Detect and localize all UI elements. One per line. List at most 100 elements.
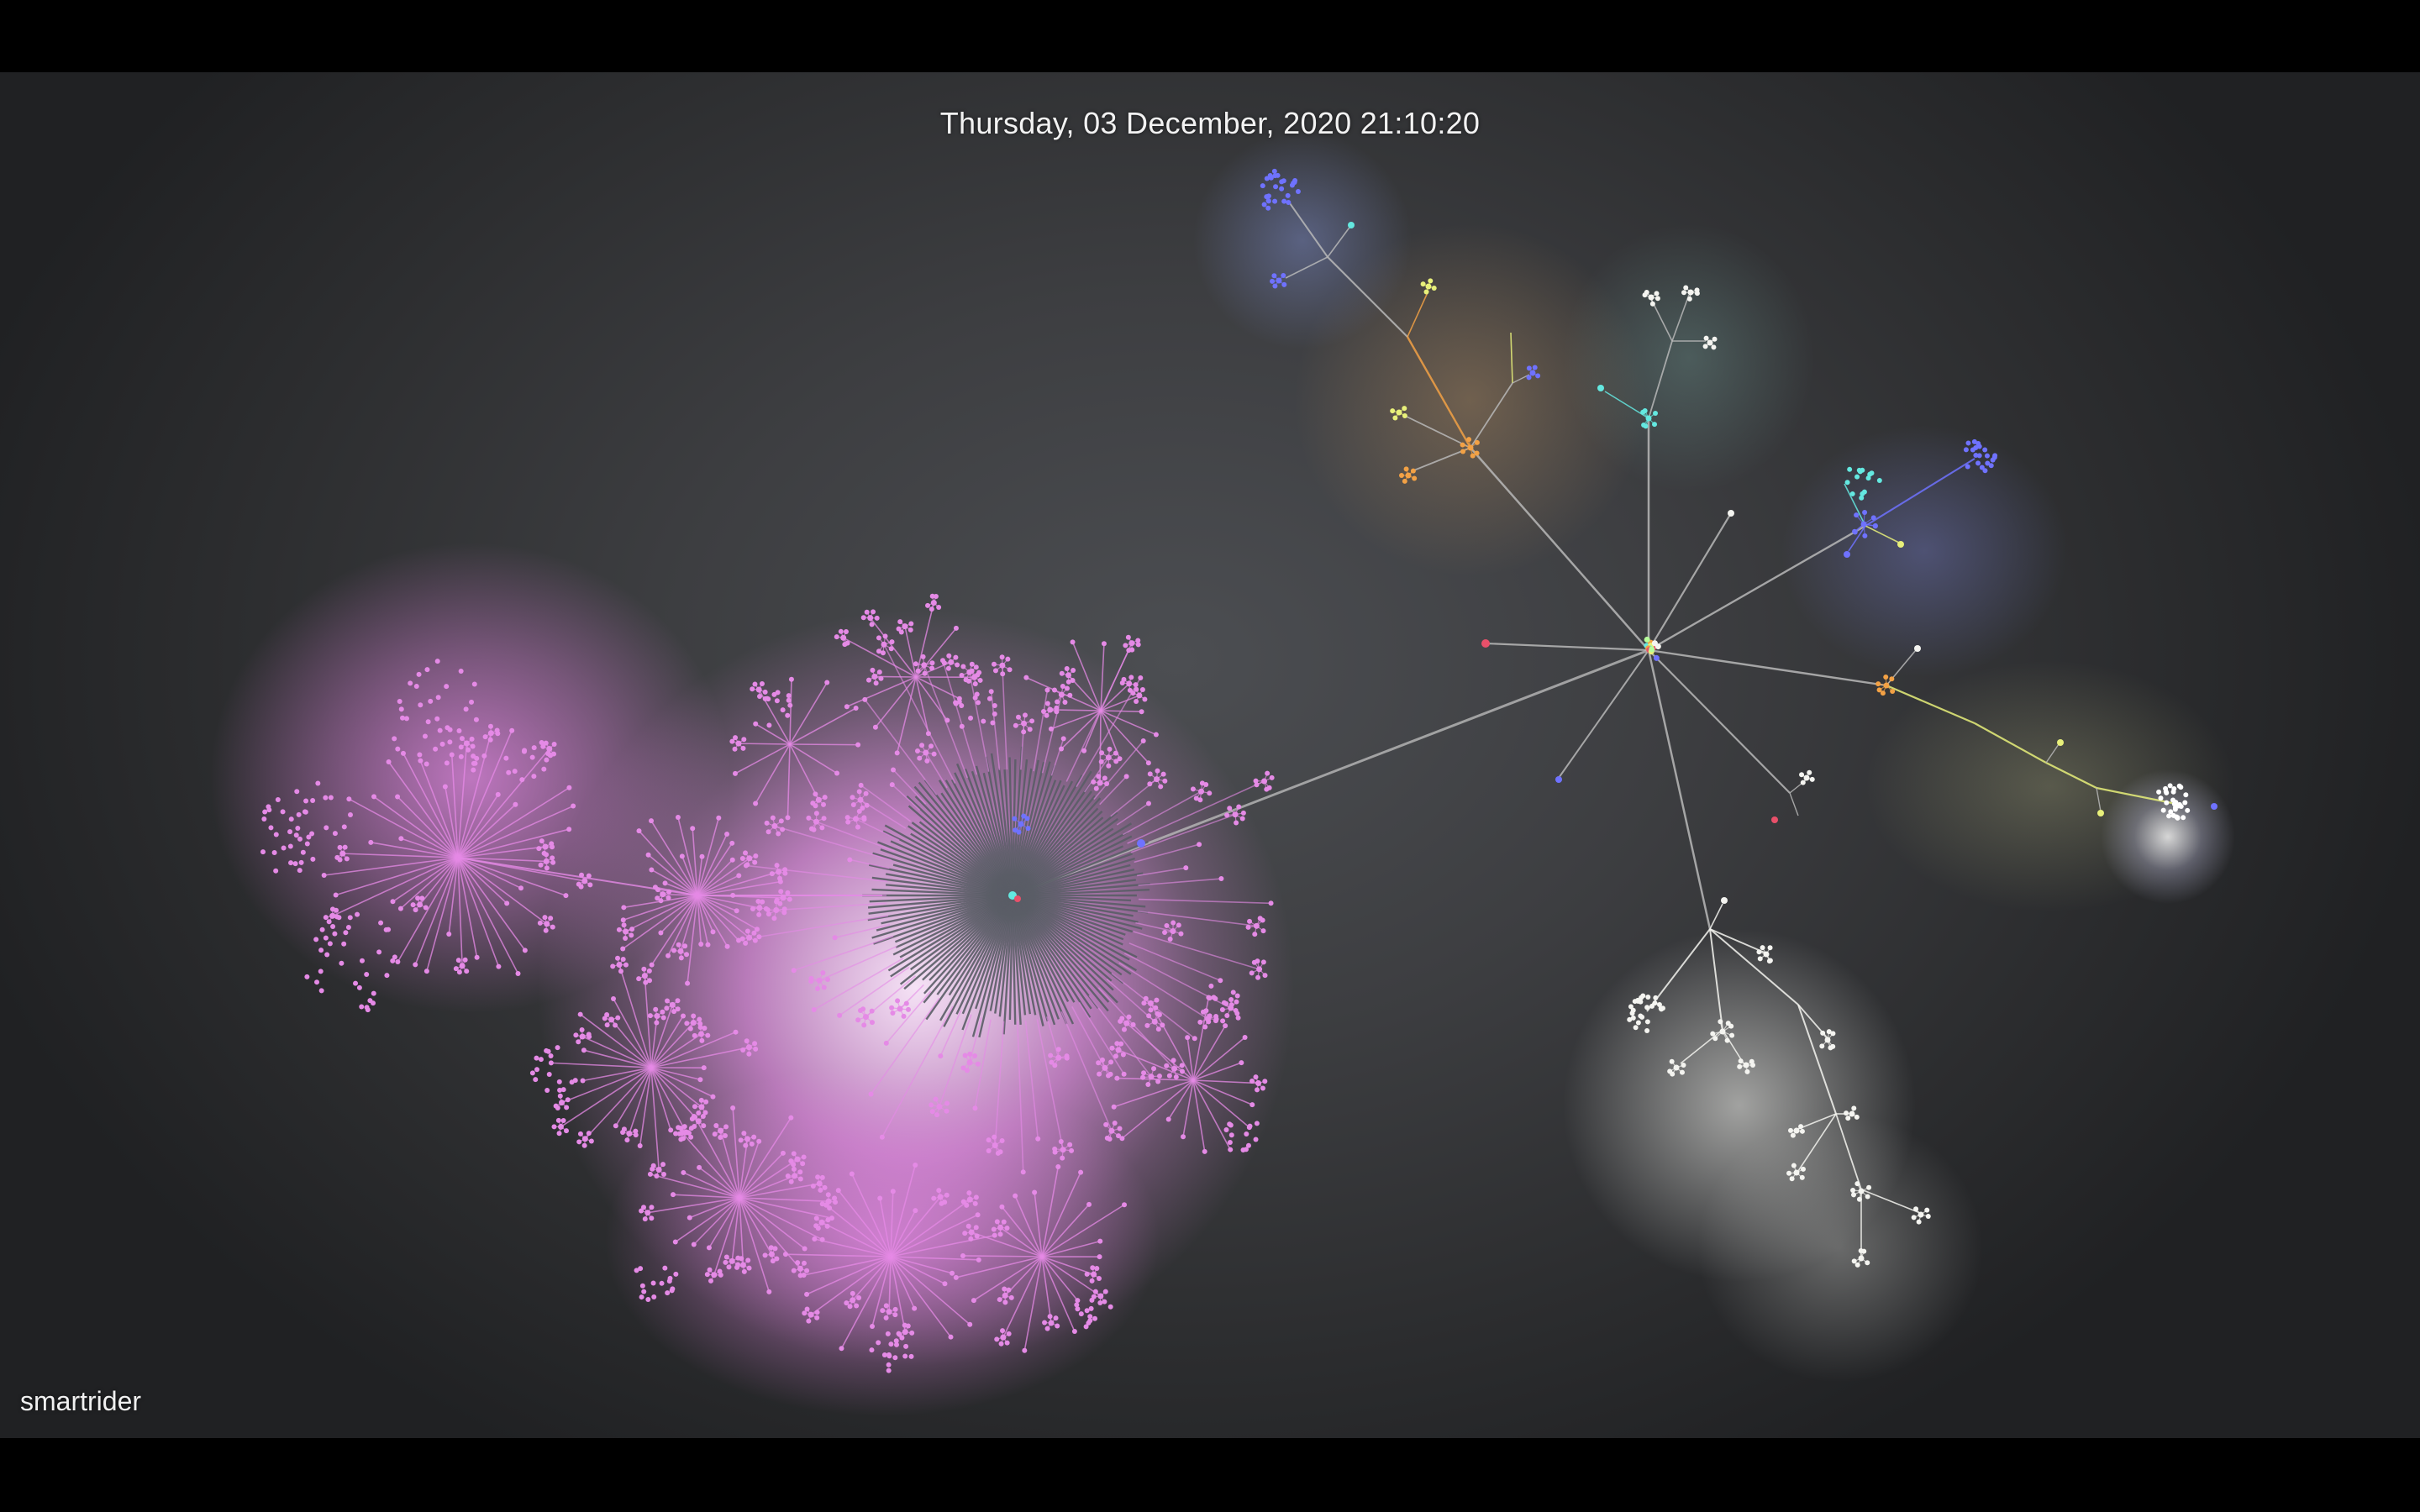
graph-node (986, 1137, 992, 1143)
graph-node (2164, 790, 2170, 795)
graph-node (753, 1046, 759, 1052)
graph-node (736, 937, 742, 943)
graph-node (464, 969, 470, 974)
graph-node (1198, 788, 1205, 795)
graph-node (1001, 1219, 1007, 1225)
graph-node (960, 1252, 965, 1258)
graph-edge (697, 895, 737, 911)
graph-edge (677, 816, 698, 896)
graph-node (1121, 676, 1127, 682)
graph-node (712, 1131, 718, 1137)
graph-node (662, 1265, 668, 1271)
graph-node (1202, 1148, 1207, 1154)
graph-node (1240, 810, 1246, 816)
graph-node (300, 849, 306, 855)
graph-node (921, 662, 928, 669)
graph-node (1851, 1105, 1857, 1111)
graph-node (321, 872, 327, 878)
graph-node (965, 1223, 971, 1229)
graph-node (810, 1183, 816, 1189)
graph-node (550, 924, 555, 930)
graph-edge (739, 1175, 796, 1199)
graph-node (934, 1112, 940, 1118)
graph-edge (873, 894, 1013, 945)
graph-node (697, 1164, 702, 1170)
graph-node (550, 855, 555, 861)
graph-node (997, 1231, 1003, 1237)
graph-node (1963, 447, 1969, 453)
graph-edge (1650, 298, 1673, 342)
graph-node (703, 1099, 709, 1105)
graph-node (2057, 739, 2064, 746)
graph-node (1134, 698, 1139, 704)
graph-node (1973, 444, 1979, 450)
graph-node (1126, 680, 1133, 687)
graph-node (1262, 973, 1268, 979)
graph-node (1260, 959, 1266, 965)
graph-edge (342, 853, 459, 858)
graph-node (1649, 646, 1655, 653)
graph-node (666, 895, 671, 900)
graph-node (902, 1329, 908, 1336)
graph-node (713, 1123, 719, 1129)
graph-node (1101, 641, 1107, 647)
graph-node (1850, 1187, 1856, 1193)
graph-node (960, 1065, 966, 1071)
graph-node (829, 1215, 834, 1221)
graph-node (791, 1166, 797, 1172)
graph-node (763, 906, 769, 911)
graph-node (707, 1267, 713, 1273)
timestamp-label: Thursday, 03 December, 2020 21:10:20 (939, 106, 1481, 140)
graph-node (808, 1311, 814, 1318)
graph-node (566, 785, 572, 790)
graph-edge (1797, 1113, 1837, 1172)
graph-node (371, 990, 376, 996)
graph-node (665, 1290, 671, 1296)
graph-node (1218, 876, 1224, 882)
graph-edge (1709, 928, 1799, 1005)
graph-edge (915, 676, 960, 700)
graph-node (1876, 478, 1882, 484)
graph-edge (1024, 1021, 1039, 1139)
graph-node (395, 959, 401, 965)
graph-node (287, 843, 293, 849)
graph-node (1135, 638, 1141, 643)
graph-edge (867, 894, 1013, 921)
graph-canvas[interactable]: Thursday, 03 December, 2020 21:10:20 sma… (0, 72, 2420, 1438)
graph-node (571, 803, 576, 809)
graph-node (877, 1195, 883, 1201)
graph-node (773, 906, 780, 913)
graph-edge (457, 857, 698, 896)
graph-node (1412, 475, 1418, 481)
graph-node (1260, 183, 1265, 189)
graph-node (673, 1271, 679, 1277)
graph-node (333, 892, 339, 898)
graph-node (1295, 189, 1301, 195)
graph-node (288, 816, 294, 822)
graph-edge (971, 1231, 1043, 1257)
graph-node (1044, 701, 1050, 706)
graph-node (576, 1139, 582, 1145)
graph-edge (1137, 910, 1257, 927)
graph-node (1687, 289, 1694, 296)
graph-node (1425, 283, 1432, 290)
graph-node (717, 1268, 723, 1274)
network-graph[interactable] (0, 72, 2420, 1438)
graph-node (845, 819, 851, 825)
graph-node (458, 668, 464, 674)
graph-node (901, 1013, 907, 1019)
graph-node (819, 1174, 825, 1180)
graph-edge (1406, 336, 1472, 449)
graph-node (608, 1016, 615, 1023)
graph-node (1763, 951, 1770, 958)
graph-node (1052, 1063, 1058, 1068)
graph-edge (890, 1256, 971, 1326)
graph-edge (850, 858, 890, 869)
graph-node (755, 686, 762, 693)
graph-node (682, 943, 688, 949)
graph-node (2171, 785, 2177, 791)
graph-node (435, 695, 441, 701)
graph-node (1167, 937, 1173, 942)
graph-node (971, 1298, 976, 1304)
graph-node (976, 700, 981, 706)
